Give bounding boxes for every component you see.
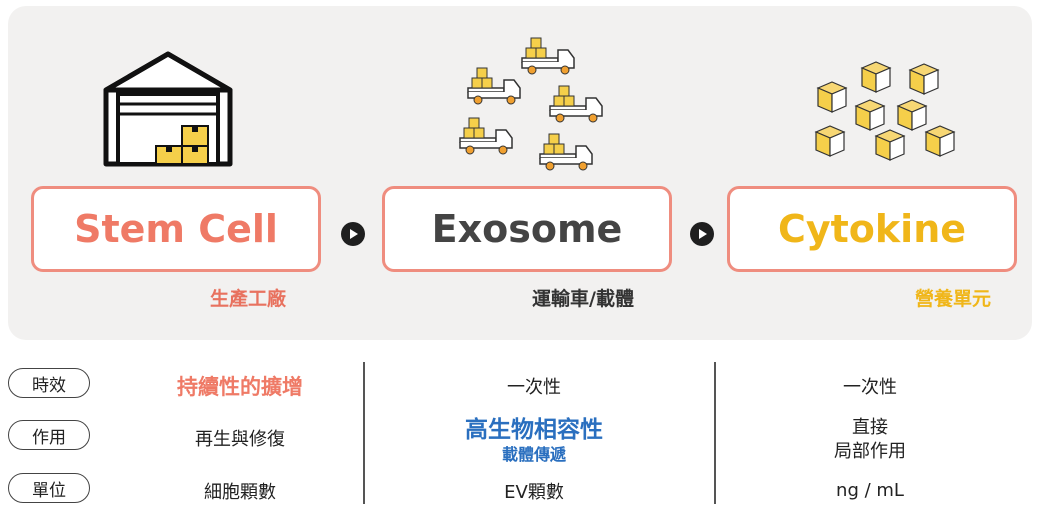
cell-function-sub: 局部作用: [834, 441, 906, 462]
stage-subtitle: 生產工廠: [210, 288, 287, 310]
stage-box-stem-cell: Stem Cell: [31, 186, 321, 272]
stage-subtitle: 運輸車/載體: [532, 288, 634, 310]
stage-title: Stem Cell: [74, 207, 278, 251]
delivery-trucks-icon: [459, 37, 603, 171]
stage-title: Cytokine: [777, 207, 967, 251]
warehouse-icon: [103, 51, 233, 167]
stage-box-cytokine: Cytokine: [727, 186, 1017, 272]
cell-unit: 細胞顆數: [204, 482, 276, 503]
cell-function-sub: 載體傳遞: [501, 445, 566, 464]
cell-duration: 持續性的擴增: [177, 375, 303, 399]
cell-unit: EV顆數: [504, 482, 564, 503]
cell-function: 高生物相容性: [465, 417, 603, 443]
row-label-unit: 單位: [8, 473, 90, 503]
cell-function: 再生與修復: [195, 429, 285, 450]
column-divider: [363, 362, 365, 504]
row-label-duration: 時效: [8, 368, 90, 398]
cell-duration: 一次性: [507, 377, 561, 398]
stage-box-exosome: Exosome: [382, 186, 672, 272]
boxes-icon: [815, 61, 955, 161]
row-label-function: 作用: [8, 420, 90, 450]
stage-title: Exosome: [431, 207, 623, 251]
stage-subtitle: 營養單元: [915, 288, 992, 310]
cell-function: 直接: [852, 417, 888, 438]
arrow-right-icon: [341, 222, 365, 246]
arrow-right-icon: [690, 222, 714, 246]
cell-duration: 一次性: [843, 377, 897, 398]
cell-unit: ng / mL: [836, 480, 904, 501]
column-divider: [714, 362, 716, 504]
